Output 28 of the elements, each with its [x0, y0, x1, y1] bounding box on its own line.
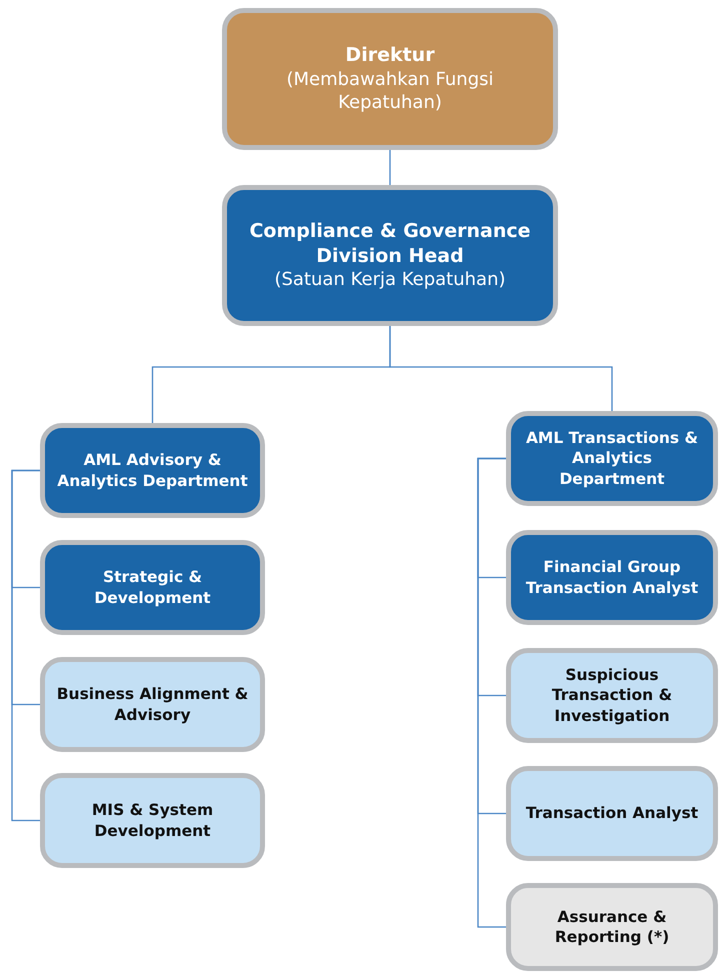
- org-unit-box: [506, 766, 718, 861]
- org-unit-box: [506, 648, 718, 743]
- unit-subtitle: (Membawahkan Fungsi Kepatuhan): [285, 68, 495, 115]
- connector-line: [11, 470, 40, 822]
- unit-title: Financial Group Transaction Analyst: [524, 557, 700, 598]
- connector-line: [389, 150, 391, 185]
- unit-title: Transaction Analyst: [526, 803, 698, 824]
- unit-title: Strategic & Development: [93, 567, 212, 608]
- unit-title: Compliance & Governance Division Head: [248, 219, 532, 268]
- org-unit-box: [506, 411, 718, 506]
- unit-title: AML Advisory & Analytics Department: [56, 450, 249, 491]
- org-unit-box: [40, 423, 265, 518]
- org-unit-box: [40, 773, 265, 868]
- connector-line: [477, 458, 506, 928]
- org-unit-box: [222, 185, 558, 326]
- connector-line: [389, 326, 613, 411]
- org-unit-box: [40, 657, 265, 752]
- unit-title: Assurance & Reporting (*): [554, 906, 670, 948]
- org-unit-box: [506, 883, 718, 971]
- org-unit-box: [222, 8, 558, 150]
- unit-title: MIS & System Development: [90, 800, 214, 841]
- unit-subtitle: (Satuan Kerja Kepatuhan): [274, 268, 506, 292]
- unit-title: Business Alignment & Advisory: [56, 684, 250, 725]
- unit-title: AML Transactions & Analytics Department: [524, 428, 700, 489]
- org-unit-box: [40, 540, 265, 635]
- unit-title: Direktur: [345, 43, 435, 68]
- org-unit-box: [506, 530, 718, 625]
- unit-title: Suspicious Transaction & Investigation: [550, 665, 674, 726]
